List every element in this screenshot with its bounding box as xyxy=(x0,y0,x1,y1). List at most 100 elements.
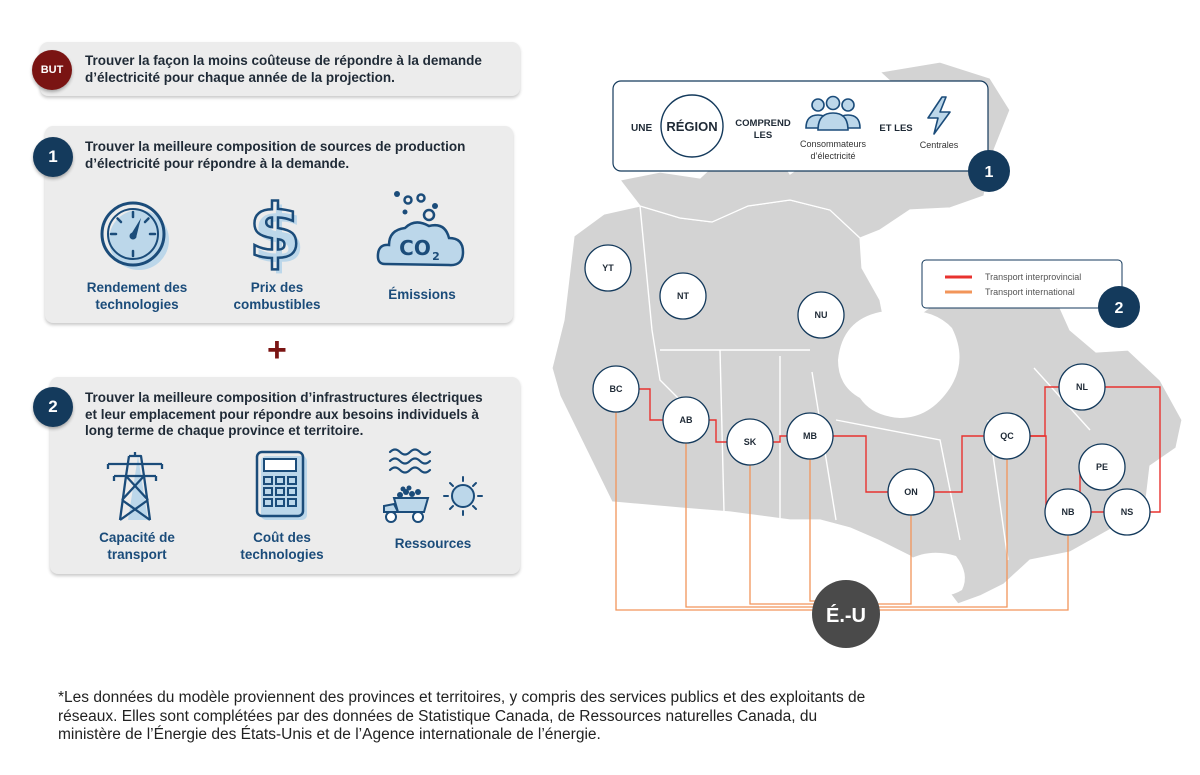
node-us-label: É.-U xyxy=(826,604,866,627)
dollar-icon: $ $ xyxy=(247,192,306,276)
icon-label-technology-cost: Coût des technologies xyxy=(217,529,347,563)
region-box-badge xyxy=(968,150,1010,192)
step2-text-line3: long terme de chaque province et territo… xyxy=(85,423,364,438)
node-nu: NU xyxy=(797,291,845,339)
icon-label-resources: Ressources xyxy=(368,535,498,552)
node-qc: QC xyxy=(983,412,1031,460)
region-nodes: YT NT NU BC AB SK MB ON QC NL PE NB NS xyxy=(584,244,1151,536)
legend-box xyxy=(921,259,1123,309)
region-box-et-les: ET LES xyxy=(879,123,912,134)
icon-label-efficiency: Rendement des technologies xyxy=(72,279,202,313)
footnote-line1: *Les données du modèle proviennent des p… xyxy=(58,689,866,706)
icon-label-fuel-prices-line1: Prix des xyxy=(250,280,304,295)
region-circle-label: RÉGION xyxy=(666,119,717,134)
consumers-label-line1: Consommateurs xyxy=(800,139,867,149)
icon-label-technology-cost-line2: technologies xyxy=(240,547,324,562)
footnote: *Les données du modèle proviennent des p… xyxy=(58,689,1018,745)
step1-text-line2: d’électricité pour répondre à la demande… xyxy=(85,155,350,171)
step1-text: Trouver la meilleure composition de sour… xyxy=(85,139,505,172)
region-box-une: UNE xyxy=(631,123,652,134)
region-box-badge-label: 1 xyxy=(985,164,994,181)
co2-cloud-icon: CO 2 xyxy=(376,191,465,267)
calculator-icon xyxy=(255,450,307,520)
link-qc-us xyxy=(846,436,1008,608)
icon-label-fuel-prices: Prix des combustibles xyxy=(212,279,342,313)
transmission-tower-icon xyxy=(106,452,164,521)
node-nt-label: NT xyxy=(677,291,689,301)
step1-badge: 1 xyxy=(33,137,73,177)
footnote-line2: réseaux. Elles sont complétées par des d… xyxy=(58,707,818,725)
lightning-icon xyxy=(927,96,951,135)
node-yt-label: YT xyxy=(602,263,614,273)
legend-badge-label: 2 xyxy=(1115,300,1124,317)
icon-label-technology-cost-line1: Coût des xyxy=(253,530,311,545)
plus-sign: + xyxy=(267,331,287,369)
goal-text-line1: Trouver la façon la moins coûteuse de ré… xyxy=(85,53,482,68)
step1-text-line1: Trouver la meilleure composition de sour… xyxy=(85,139,466,154)
hudson-bay xyxy=(838,310,960,418)
node-pe-label: PE xyxy=(1096,462,1108,472)
legend-badge xyxy=(1098,286,1140,328)
node-mb-label: MB xyxy=(803,431,817,441)
step2-text-line2: et leur emplacement pour répondre aux be… xyxy=(85,406,479,422)
canada-map: UNE RÉGION COMPREND LES Consommateurs d’… xyxy=(551,61,1183,648)
node-mb: MB xyxy=(786,412,834,460)
plants-label: Centrales xyxy=(920,140,959,150)
consumers-label-line2: d’électricité xyxy=(810,151,855,161)
node-ab: AB xyxy=(662,396,710,444)
icon-label-transport-capacity-line2: transport xyxy=(107,547,167,562)
node-nl-label: NL xyxy=(1076,382,1088,392)
region-circle xyxy=(660,94,724,158)
node-nb-label: NB xyxy=(1062,507,1075,517)
sun-icon xyxy=(443,476,483,516)
node-ns: NS xyxy=(1103,488,1151,536)
node-qc-label: QC xyxy=(1000,431,1014,441)
node-sk-label: SK xyxy=(744,437,757,447)
node-on: ON xyxy=(887,468,935,516)
icon-label-emissions: Émissions xyxy=(357,286,487,303)
node-pe: PE xyxy=(1078,443,1126,491)
goal-text: Trouver la façon la moins coûteuse de ré… xyxy=(85,53,515,86)
consumers-icon xyxy=(805,95,861,131)
link-bc-us xyxy=(615,389,846,611)
icon-label-emissions-line1: Émissions xyxy=(388,287,456,302)
icon-label-transport-capacity: Capacité de transport xyxy=(72,529,202,563)
goal-badge: BUT xyxy=(32,50,72,90)
step2-text: Trouver la meilleure composition d’infra… xyxy=(85,390,515,440)
icon-label-fuel-prices-line2: combustibles xyxy=(233,297,321,312)
node-bc: BC xyxy=(592,365,640,413)
resources-icon xyxy=(383,448,483,523)
link-nb-us xyxy=(846,512,1069,611)
goal-text-line2: d’électricité pour chaque année de la pr… xyxy=(85,69,395,85)
region-box-comprend: COMPREND xyxy=(735,118,791,129)
node-nl: NL xyxy=(1058,363,1106,411)
node-yt: YT xyxy=(584,244,632,292)
node-us xyxy=(812,580,880,648)
svg-text:CO: CO xyxy=(399,236,431,260)
region-box-les: LES xyxy=(754,130,772,141)
svg-text:$: $ xyxy=(253,192,306,276)
node-sk: SK xyxy=(726,418,774,466)
svg-text:2: 2 xyxy=(432,250,440,263)
icon-label-resources-line1: Ressources xyxy=(394,536,472,551)
node-nu-label: NU xyxy=(815,310,828,320)
node-on-label: ON xyxy=(904,487,918,497)
step2-text-line1: Trouver la meilleure composition d’infra… xyxy=(85,390,483,405)
node-bc-label: BC xyxy=(610,384,623,394)
icon-label-efficiency-line2: technologies xyxy=(95,297,179,312)
legend-label-international: Transport international xyxy=(985,287,1075,297)
legend-label-interprovincial: Transport interprovincial xyxy=(985,272,1081,282)
speedometer-icon xyxy=(100,201,169,270)
node-nb: NB xyxy=(1044,488,1092,536)
node-ns-label: NS xyxy=(1121,507,1134,517)
great-lakes xyxy=(908,552,965,595)
link-ab-us xyxy=(685,420,846,608)
node-ab-label: AB xyxy=(680,415,693,425)
coal-truck-icon xyxy=(383,485,430,523)
footnote-line3: ministère de l’Énergie des États-Unis et… xyxy=(58,726,601,743)
icon-label-efficiency-line1: Rendement des xyxy=(86,280,188,295)
icon-label-transport-capacity-line1: Capacité de xyxy=(99,530,175,545)
node-nt: NT xyxy=(659,272,707,320)
step2-badge: 2 xyxy=(33,387,73,427)
svg-text:$: $ xyxy=(249,192,302,276)
